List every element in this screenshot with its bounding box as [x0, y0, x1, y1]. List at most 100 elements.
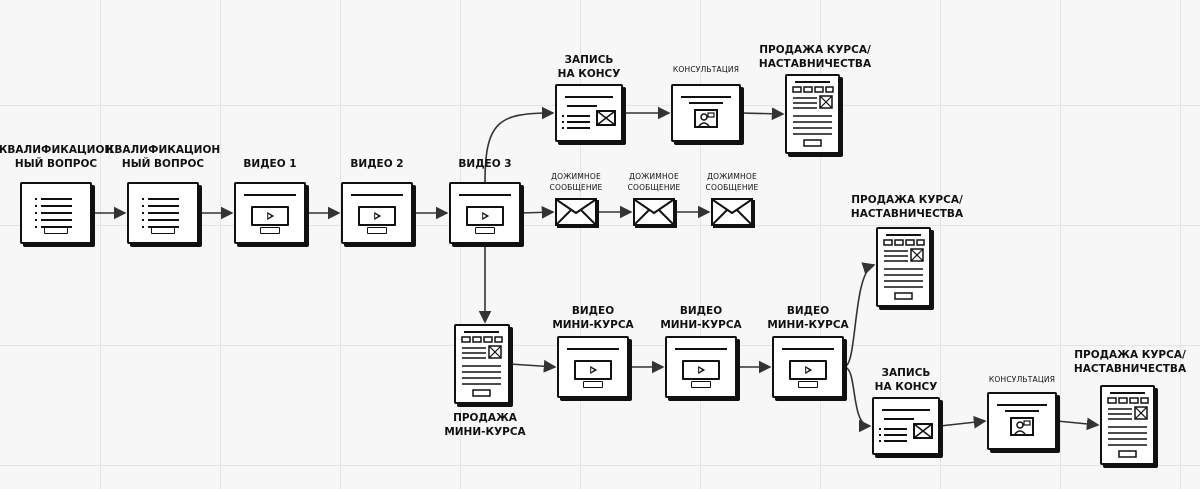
button-shape	[582, 381, 604, 388]
sales-page-icon	[1107, 392, 1149, 458]
mv3-label-line: МИНИ-КУРСА	[767, 319, 849, 331]
book1-label-line: ЗАПИСЬ	[564, 54, 614, 66]
v2-card	[341, 182, 413, 244]
heading-line	[459, 194, 511, 196]
push3-label-line: ДОЖИМНОЕ	[707, 172, 757, 181]
sales-page-icon	[883, 234, 925, 300]
consult1-card	[671, 84, 741, 142]
connector-mv3-sale2	[843, 262, 876, 368]
sale1-label-line: НАСТАВНИЧЕСТВА	[758, 58, 872, 70]
mv2-label-line: МИНИ-КУРСА	[660, 319, 742, 331]
mv3-label-line: ВИДЕО	[786, 305, 830, 317]
connector-v3-book1	[484, 106, 555, 183]
subheading-line	[1004, 410, 1040, 412]
sales-page-icon	[792, 81, 834, 147]
subheading-line	[688, 102, 724, 104]
v1-label: ВИДЕО 1	[243, 157, 296, 171]
push1-label-line: СООБЩЕНИЕ	[549, 183, 603, 192]
push1-envelope-icon	[555, 198, 597, 226]
sale3-label-line: ПРОДАЖА КУРСА/	[1074, 349, 1186, 361]
button-shape	[366, 227, 388, 234]
mv1-card	[557, 336, 629, 398]
button-shape	[259, 227, 281, 234]
book2-card	[872, 397, 940, 455]
play-icon	[805, 366, 813, 374]
v3-label: ВИДЕО 3	[458, 157, 511, 171]
mv2-card	[665, 336, 737, 398]
button-shape	[690, 381, 712, 388]
q1-card	[20, 182, 92, 244]
sale3-label: ПРОДАЖА КУРСА/НАСТАВНИЧЕСТВА	[1074, 348, 1186, 376]
q2-card	[127, 182, 199, 244]
push2-label: ДОЖИМНОЕ СООБЩЕНИЕ	[628, 171, 681, 193]
sale3-label-line: НАСТАВНИЧЕСТВА	[1073, 363, 1187, 375]
mv3-label: ВИДЕО МИНИ-КУРСА	[767, 304, 848, 332]
heading-line	[680, 96, 732, 98]
sale1-card	[785, 74, 840, 154]
heading-line	[675, 348, 727, 350]
heading-line	[351, 194, 403, 196]
envelope-flap-icon	[713, 200, 751, 224]
mv2-label-line: ВИДЕО	[679, 305, 723, 317]
consult2-card	[987, 392, 1057, 450]
video-call-icon	[1010, 417, 1034, 436]
video-screen	[788, 360, 828, 380]
heading-line	[244, 194, 296, 196]
play-icon	[590, 366, 598, 374]
book2-label-line: ЗАПИСЬ	[881, 367, 931, 379]
q1-label-line: КВАЛИФИКАЦИОН	[0, 144, 114, 156]
play-icon	[698, 366, 706, 374]
v3-label-line: ВИДЕО 3	[458, 158, 512, 170]
mv2-label: ВИДЕО МИНИ-КУРСА	[660, 304, 741, 332]
minisale-card	[454, 324, 510, 404]
mv3-card	[772, 336, 844, 398]
mv1-label: ВИДЕО МИНИ-КУРСА	[552, 304, 633, 332]
connector-book2-consult2	[939, 415, 987, 429]
connector-consult1-sale1	[740, 107, 785, 121]
v1-card	[234, 182, 306, 244]
q1-label-line: НЫЙ ВОПРОС	[14, 158, 98, 170]
q2-label-line: КВАЛИФИКАЦИОН	[105, 144, 221, 156]
sales-page-icon	[461, 331, 503, 397]
v3-card	[449, 182, 521, 244]
sale2-label-line: НАСТАВНИЧЕСТВА	[850, 208, 964, 220]
sale2-label-line: ПРОДАЖА КУРСА/	[851, 194, 963, 206]
video-call-icon	[694, 109, 718, 128]
push2-envelope-icon	[633, 198, 675, 226]
push2-label-line: ДОЖИМНОЕ	[629, 172, 679, 181]
consult1-label-line: КОНСУЛЬТАЦИЯ	[672, 65, 740, 74]
v2-label-line: ВИДЕО 2	[350, 158, 404, 170]
heading-line	[564, 96, 614, 98]
push2-label-line: СООБЩЕНИЕ	[627, 183, 681, 192]
play-icon	[374, 212, 382, 220]
button-shape	[797, 381, 819, 388]
envelope-flap-icon	[557, 200, 595, 224]
sale2-label: ПРОДАЖА КУРСА/НАСТАВНИЧЕСТВА	[851, 193, 963, 221]
play-icon	[482, 212, 490, 220]
minisale-label-line: МИНИ-КУРСА	[444, 426, 526, 438]
consult1-label: КОНСУЛЬТАЦИЯ	[673, 64, 739, 75]
video-screen	[357, 206, 397, 226]
book1-label-line: НА КОНСУ	[557, 68, 621, 80]
heading-line	[782, 348, 834, 350]
heading-line	[996, 404, 1048, 406]
envelope-flap-icon	[635, 200, 673, 224]
video-screen	[465, 206, 505, 226]
v1-label-line: ВИДЕО 1	[243, 158, 297, 170]
mv1-label-line: МИНИ-КУРСА	[552, 319, 634, 331]
consult2-label-line: КОНСУЛЬТАЦИЯ	[988, 375, 1056, 384]
mv1-label-line: ВИДЕО	[571, 305, 615, 317]
form-icon	[879, 418, 933, 442]
button-shape	[43, 227, 69, 234]
connector-mv3-book2	[843, 366, 872, 433]
video-screen	[681, 360, 721, 380]
play-icon	[267, 212, 275, 220]
q1-label: КВАЛИФИКАЦИОН НЫЙ ВОПРОС	[0, 143, 113, 171]
button-shape	[474, 227, 496, 234]
